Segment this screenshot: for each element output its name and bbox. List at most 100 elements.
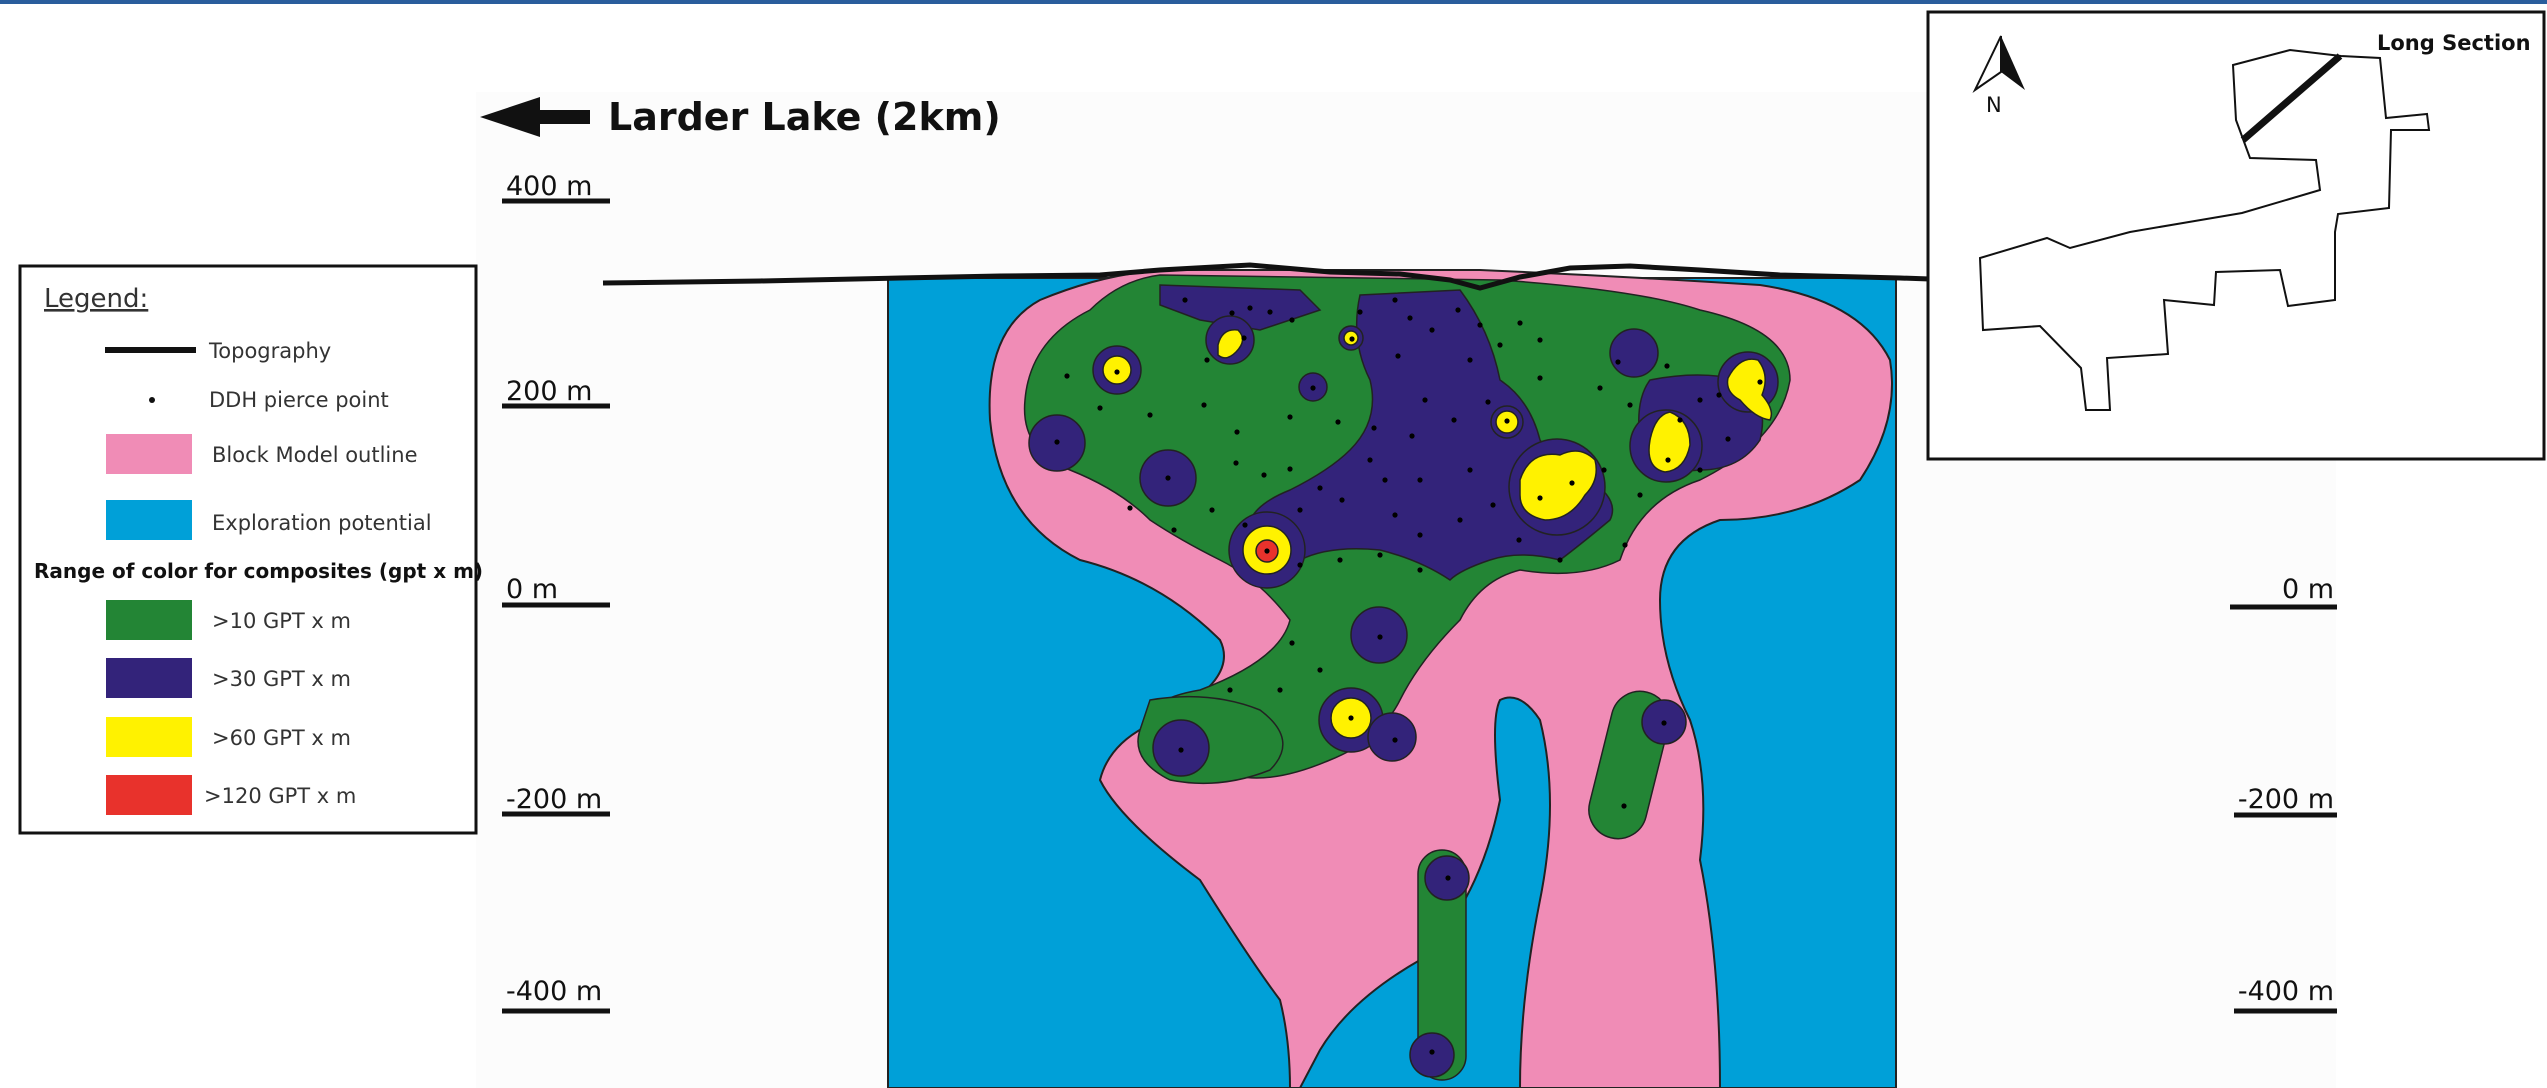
ddh-pierce-point	[1349, 336, 1355, 342]
ddh-pierce-point	[1597, 385, 1603, 391]
ddh-pierce-point	[1209, 507, 1215, 513]
ddh-pierce-point	[1392, 297, 1398, 303]
ddh-pierce-point	[1357, 309, 1363, 315]
ddh-pierce-point	[1557, 557, 1563, 563]
ddh-pierce-point	[1455, 307, 1461, 313]
legend-box	[18, 264, 478, 835]
ddh-pierce-point	[1182, 297, 1188, 303]
ddh-pierce-point	[1664, 363, 1670, 369]
ddh-pierce-point	[1504, 418, 1510, 424]
ddh-pierce-point	[1569, 480, 1575, 486]
legend-range-label: >60 GPT x m	[212, 726, 351, 750]
ddh-pierce-point	[1697, 397, 1703, 403]
ddh-pierce-point	[1697, 467, 1703, 473]
ddh-pierce-point	[1490, 502, 1496, 508]
ddh-pierce-point	[1114, 369, 1120, 375]
ddh-pierce-point	[1417, 477, 1423, 483]
topography-line	[602, 262, 1931, 291]
ddh-pierce-point	[1127, 505, 1133, 511]
elevation-scale-right: 0 m -200 m -400 m	[2230, 574, 2337, 1014]
ddh-pierce-point	[1289, 317, 1295, 323]
ddh-pierce-point	[1310, 385, 1316, 391]
ddh-pierce-point	[1242, 522, 1248, 528]
legend-item-label: Block Model outline	[212, 443, 418, 467]
ddh-pierce-point	[1716, 392, 1722, 398]
zone-gt30-blob	[1609, 328, 1659, 378]
legend-swatch-gt60	[106, 717, 192, 757]
legend-item-label: Topography	[208, 339, 331, 363]
ddh-pierce-point	[1417, 532, 1423, 538]
ddh-pierce-point	[1241, 335, 1247, 341]
zone-gt60-blob	[1519, 450, 1597, 521]
ddh-pierce-point	[1537, 495, 1543, 501]
ddh-pierce-point	[1229, 310, 1235, 316]
legend-title: Legend:	[44, 284, 148, 314]
ddh-pierce-point	[1517, 320, 1523, 326]
legend-range-label: >30 GPT x m	[212, 667, 351, 691]
ddh-pierce-point	[1637, 492, 1643, 498]
ddh-pierce-point	[1233, 460, 1239, 466]
elevation-label: -400 m	[506, 976, 602, 1007]
zone-gt30-blob	[1367, 712, 1417, 762]
ddh-pierce-point	[1429, 1049, 1435, 1055]
long-section-line	[2240, 53, 2343, 143]
ddh-pierce-point	[1339, 497, 1345, 503]
ddh-pierce-point	[1497, 342, 1503, 348]
ddh-pierce-point	[1417, 567, 1423, 573]
ddh-pierce-point	[1409, 433, 1415, 439]
ddh-pierce-point	[1297, 562, 1303, 568]
ddh-pierce-point	[1335, 419, 1341, 425]
ddh-pierce-point	[1377, 634, 1383, 640]
ddh-pierce-point	[1429, 327, 1435, 333]
legend-range-label: >10 GPT x m	[212, 609, 351, 633]
ddh-pierce-point	[1382, 477, 1388, 483]
ddh-pierce-point	[1537, 375, 1543, 381]
ddh-pierce-point	[1665, 457, 1671, 463]
ddh-pierce-point	[1097, 405, 1103, 411]
ddh-pierce-point	[1317, 667, 1323, 673]
ddh-pierce-point	[1467, 357, 1473, 363]
ddh-pierce-point	[1422, 397, 1428, 403]
inset-box	[1926, 10, 2546, 461]
legend-swatch-gt10	[106, 600, 192, 640]
ddh-pierce-point	[1457, 517, 1463, 523]
ddh-pierce-point	[1178, 747, 1184, 753]
elevation-label: 200 m	[506, 376, 592, 407]
elevation-label: -200 m	[506, 784, 602, 815]
ddh-pierce-point	[1622, 542, 1628, 548]
legend-swatch-block-model	[106, 434, 192, 474]
elevation-label: -400 m	[2238, 976, 2334, 1007]
ddh-pierce-point	[1317, 485, 1323, 491]
zone-gt60-blob	[1726, 358, 1773, 421]
zone-gt60-blob	[1648, 411, 1691, 473]
ddh-pierce-point	[1677, 417, 1683, 423]
ddh-pierce-point	[1261, 472, 1267, 478]
zone-gt60-blob	[1217, 329, 1244, 359]
ddh-pierce-point	[1227, 687, 1233, 693]
north-label: N	[1986, 93, 2002, 117]
legend-swatch-ddh	[149, 397, 155, 403]
legend: Legend: Topography DDH pierce point Bloc…	[18, 264, 483, 835]
ddh-pierce-point	[1277, 687, 1283, 693]
ddh-pierce-point	[1621, 803, 1627, 809]
elevation-scale-left: 400 m 200 m 0 m -200 m -400 m	[502, 171, 610, 1014]
ddh-pierce-point	[1234, 429, 1240, 435]
zone-gt30-top-left	[1159, 284, 1322, 331]
ddh-pierce-point	[1601, 467, 1607, 473]
ddh-pierce-point	[1627, 402, 1633, 408]
north-arrow-icon	[1972, 35, 2025, 93]
inset-map: Long Section N	[1926, 10, 2546, 461]
ddh-pierce-point	[1247, 305, 1253, 311]
property-outline	[1978, 48, 2431, 411]
ddh-pierce-point	[1377, 552, 1383, 558]
ddh-pierce-point	[1371, 425, 1377, 431]
ddh-pierce-point	[1287, 466, 1293, 472]
ddh-pierce-point	[1201, 402, 1207, 408]
ddh-pierce-point	[1264, 548, 1270, 554]
direction-indicator: Larder Lake (2km)	[480, 95, 1001, 139]
ddh-pierce-point	[1407, 315, 1413, 321]
ddh-pierce-point	[1267, 309, 1273, 315]
legend-swatch-gt30	[106, 658, 192, 698]
ddh-pierce-points	[1054, 297, 1763, 1055]
